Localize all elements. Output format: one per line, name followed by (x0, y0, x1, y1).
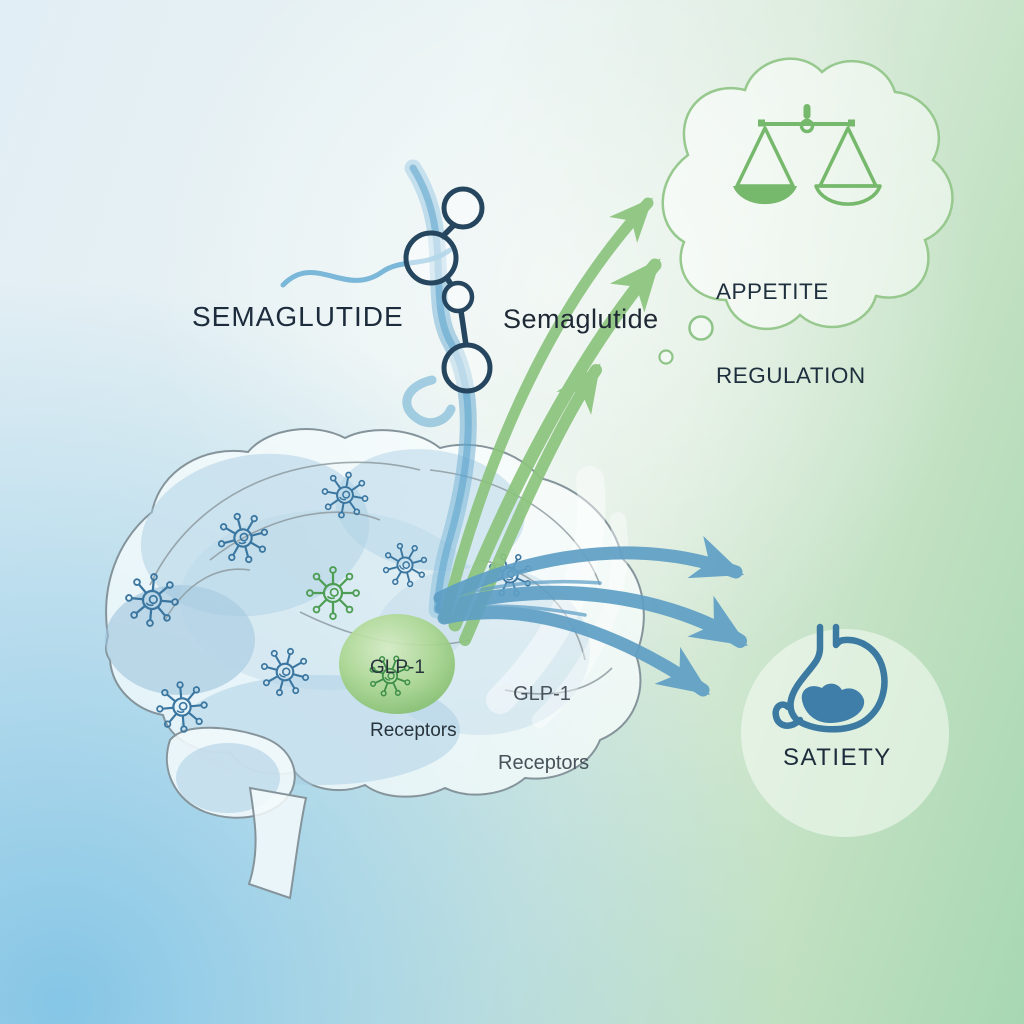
molecule-icon (403, 186, 493, 394)
stomach-icon (772, 623, 888, 733)
scale-pan-filled (733, 186, 797, 205)
satiety-circle-bg (741, 629, 949, 837)
glp1-receptors-label: GLP-1 Receptors (498, 683, 590, 774)
glp1-receptor-blob (339, 614, 455, 714)
appetite-line2: REGULATION (716, 363, 866, 388)
scale-pan-outline (814, 184, 882, 206)
stomach-content (801, 683, 865, 723)
bubble-trail-circle (688, 315, 714, 341)
satiety-arrows-blue (433, 535, 748, 697)
bubble-trail-circle (658, 349, 674, 365)
satiety-label: SATIETY (783, 744, 892, 771)
semaglutide-label: Semaglutide (503, 304, 659, 334)
appetite-regulation-label: APPETITE REGULATION (716, 222, 866, 446)
appetite-line1: APPETITE (716, 279, 829, 304)
brain-stem (247, 786, 308, 900)
thought-bubble (658, 57, 954, 365)
glp1-receptors-blob-label: GLP-1 Receptors (370, 657, 457, 741)
balance-scale-icon (733, 104, 882, 206)
semaglutide-title: SEMAGLUTIDE (192, 301, 404, 332)
